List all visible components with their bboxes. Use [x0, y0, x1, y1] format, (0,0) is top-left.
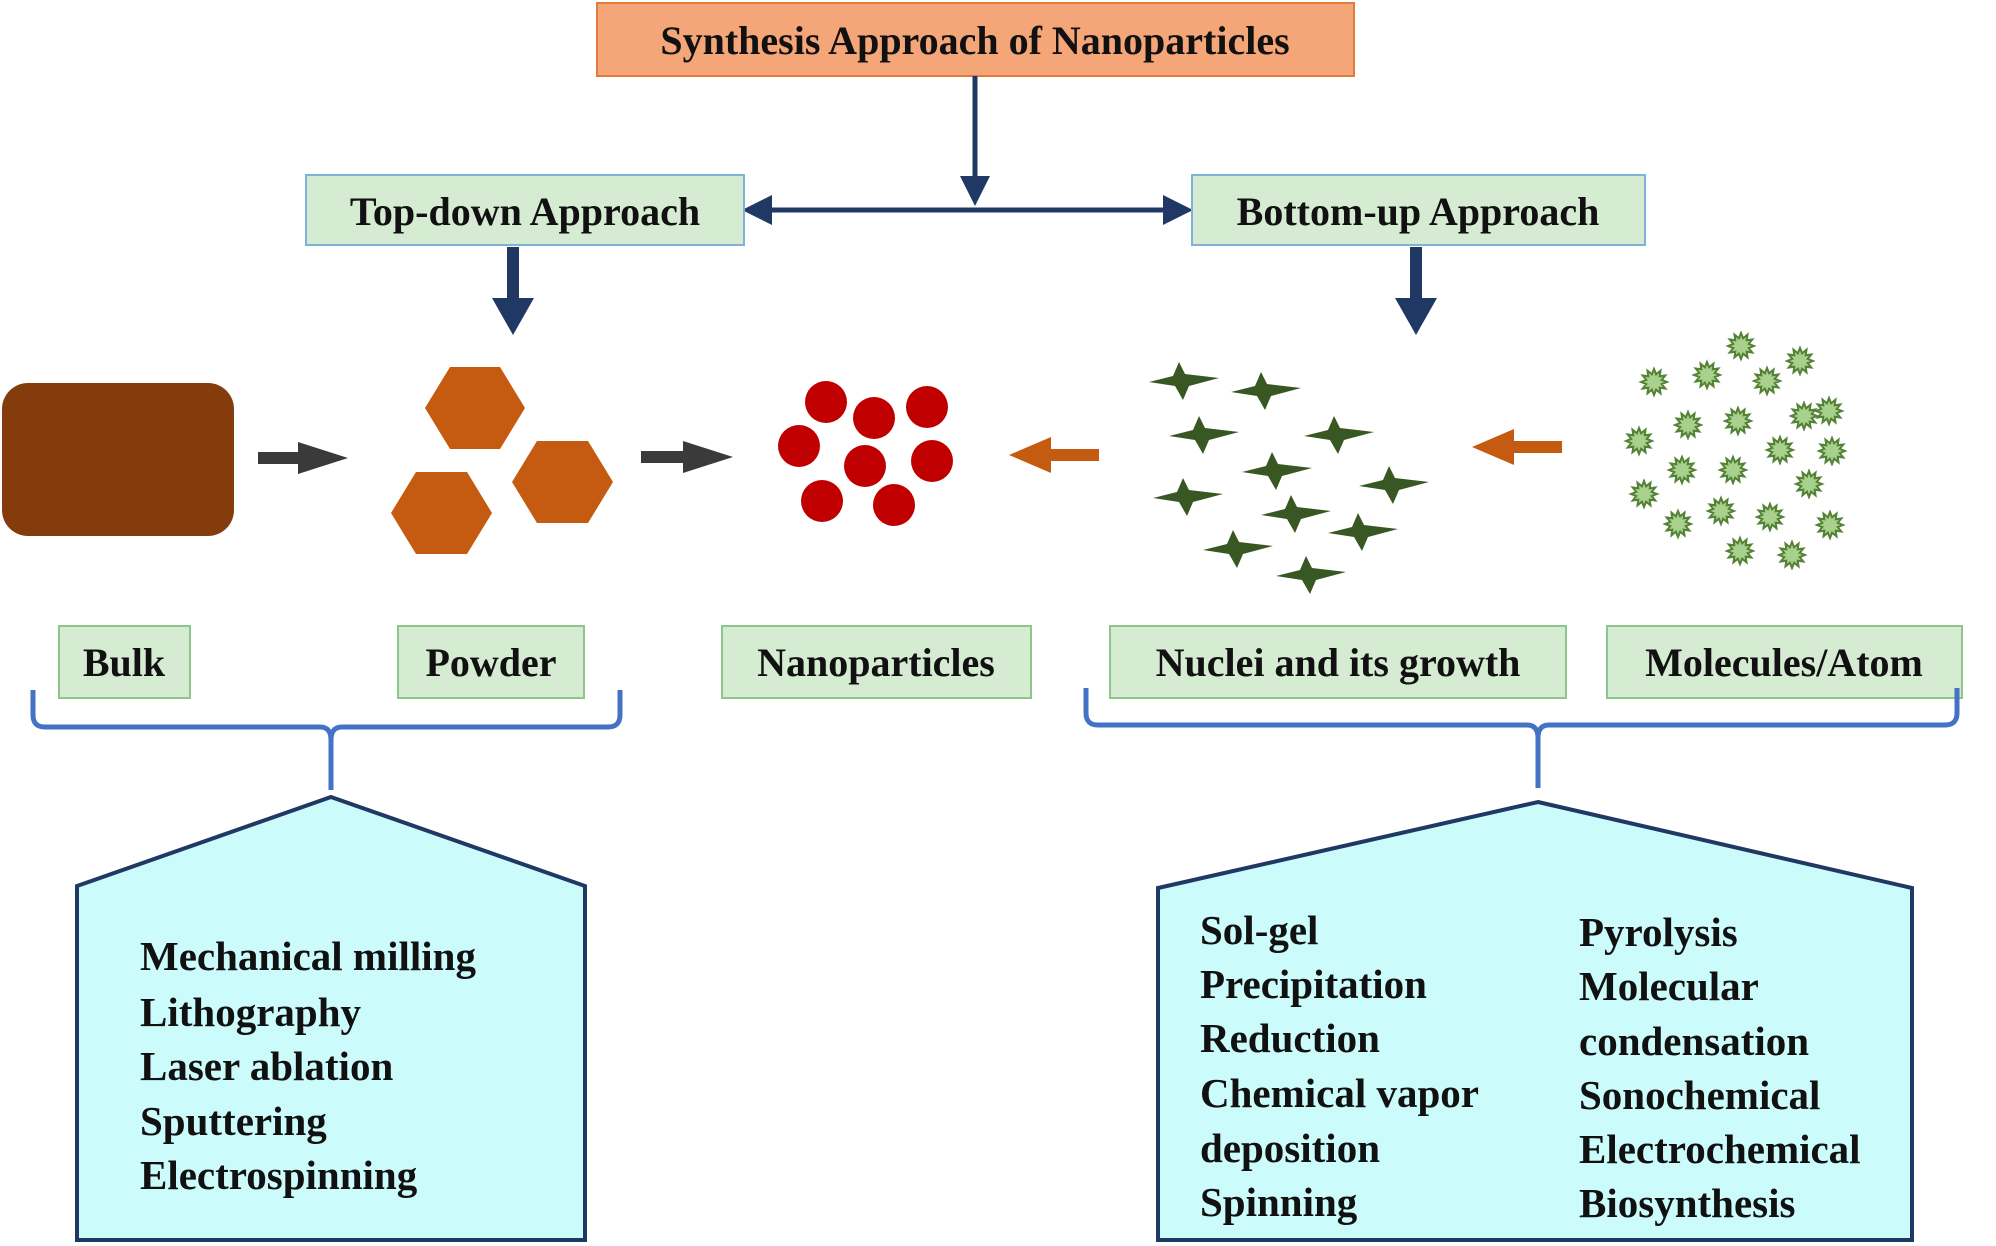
molecule-glyph — [1623, 425, 1655, 457]
method-item: Reduction — [1200, 1015, 1380, 1061]
nuclei-cluster — [1149, 362, 1429, 594]
molecule-glyph — [1722, 405, 1754, 437]
molecule-glyph — [1751, 365, 1783, 397]
stage-box-nuclei: Nuclei and its growth — [1109, 625, 1567, 699]
branch-connectors — [742, 76, 1193, 225]
stage-box-molecules: Molecules/Atom — [1606, 625, 1963, 699]
method-item: Spinning — [1200, 1179, 1358, 1225]
method-item: Molecular — [1579, 963, 1759, 1009]
powder-hexagons — [391, 367, 613, 554]
nucleus-glyph — [1276, 556, 1346, 594]
stage-label-powder: Powder — [425, 640, 556, 685]
method-item: Laser ablation — [140, 1043, 393, 1089]
nanoparticle — [906, 386, 948, 428]
nanoparticle-cluster — [778, 381, 953, 526]
method-item: Electrospinning — [140, 1152, 418, 1198]
bottom-up-brace — [1083, 688, 1960, 788]
molecule-glyph — [1628, 478, 1660, 510]
top-down-brace — [30, 690, 623, 790]
method-item: Pyrolysis — [1579, 909, 1738, 955]
molecule-glyph — [1788, 400, 1820, 432]
nanoparticle — [873, 484, 915, 526]
molecule-glyph — [1705, 495, 1737, 527]
molecule-glyph — [1662, 508, 1694, 540]
molecule-glyph — [1813, 395, 1845, 427]
bottom-up-method-list-2: Pyrolysis Molecular condensation Sonoche… — [1579, 909, 1861, 1226]
molecule-glyph — [1814, 509, 1846, 541]
bottom-up-label: Bottom-up Approach — [1237, 189, 1600, 234]
nanoparticle — [778, 425, 820, 467]
nucleus-glyph — [1153, 478, 1223, 516]
diagram-title: Synthesis Approach of Nanoparticles — [660, 18, 1289, 63]
method-item: Mechanical milling — [140, 933, 476, 979]
gray-arrow-bulk-to-powder — [258, 442, 348, 474]
molecule-glyph — [1724, 535, 1756, 567]
stage-label-molecules: Molecules/Atom — [1645, 640, 1923, 685]
bulk-block — [2, 383, 234, 536]
molecule-glyph — [1816, 435, 1848, 467]
title-box: Synthesis Approach of Nanoparticles — [596, 2, 1355, 77]
gray-arrow-powder-to-nano — [641, 441, 733, 473]
method-item: Sputtering — [140, 1098, 327, 1144]
orange-arrow-nuclei-to-nano — [1009, 437, 1099, 473]
powder-hexagon — [425, 367, 525, 449]
molecule-glyph — [1691, 359, 1723, 391]
stage-label-nanoparticles: Nanoparticles — [757, 640, 995, 685]
molecule-glyph — [1764, 434, 1796, 466]
method-item: Lithography — [140, 989, 361, 1035]
nucleus-glyph — [1242, 452, 1312, 490]
top-down-label: Top-down Approach — [350, 189, 700, 234]
bottom-up-method-list-1: Sol-gel Precipitation Reduction Chemical… — [1200, 907, 1479, 1225]
molecule-glyph — [1638, 366, 1670, 398]
stage-label-bulk: Bulk — [83, 640, 166, 685]
nucleus-glyph — [1261, 495, 1331, 533]
method-item: Biosynthesis — [1579, 1180, 1795, 1226]
bottom-up-box: Bottom-up Approach — [1191, 174, 1646, 246]
method-item: Electrochemical — [1579, 1126, 1861, 1172]
molecule-glyph — [1793, 468, 1825, 500]
nucleus-glyph — [1304, 416, 1374, 454]
stage-box-powder: Powder — [397, 625, 585, 699]
nanoparticle — [853, 397, 895, 439]
molecule-glyph — [1672, 409, 1704, 441]
nanoparticle — [801, 480, 843, 522]
molecule-glyph — [1784, 345, 1816, 377]
molecule-glyph — [1666, 454, 1698, 486]
method-item: Sol-gel — [1200, 907, 1318, 953]
stage-label-nuclei: Nuclei and its growth — [1156, 640, 1521, 685]
bottom-up-methods-box: Sol-gel Precipitation Reduction Chemical… — [1156, 799, 1914, 1242]
orange-arrow-molecules-to-nuclei — [1472, 429, 1562, 465]
nucleus-glyph — [1328, 513, 1398, 551]
nucleus-glyph — [1149, 362, 1219, 400]
top-down-box: Top-down Approach — [305, 174, 745, 246]
nanoparticle — [911, 440, 953, 482]
method-item: Sonochemical — [1579, 1072, 1820, 1118]
molecule-glyph — [1754, 501, 1786, 533]
bottom-up-down-arrow — [1395, 247, 1437, 335]
method-item: condensation — [1579, 1018, 1809, 1064]
method-item: deposition — [1200, 1125, 1380, 1171]
top-down-method-list: Mechanical milling Lithography Laser abl… — [140, 933, 476, 1198]
nanoparticle — [844, 445, 886, 487]
molecule-glyph — [1776, 539, 1808, 571]
top-down-methods-box: Mechanical milling Lithography Laser abl… — [75, 794, 587, 1242]
molecule-glyph — [1725, 330, 1757, 362]
molecule-cluster — [1623, 330, 1848, 571]
method-item: Chemical vapor — [1200, 1070, 1479, 1116]
powder-hexagon — [512, 441, 613, 523]
powder-hexagon — [391, 472, 492, 554]
nucleus-glyph — [1359, 466, 1429, 504]
nucleus-glyph — [1203, 530, 1273, 568]
nucleus-glyph — [1231, 372, 1301, 410]
stage-box-bulk: Bulk — [58, 625, 191, 699]
nanoparticle — [805, 381, 847, 423]
method-item: Precipitation — [1200, 961, 1427, 1007]
molecule-glyph — [1717, 454, 1749, 486]
nucleus-glyph — [1169, 416, 1239, 454]
top-down-down-arrow — [492, 247, 534, 335]
stage-box-nanoparticles: Nanoparticles — [721, 625, 1032, 699]
